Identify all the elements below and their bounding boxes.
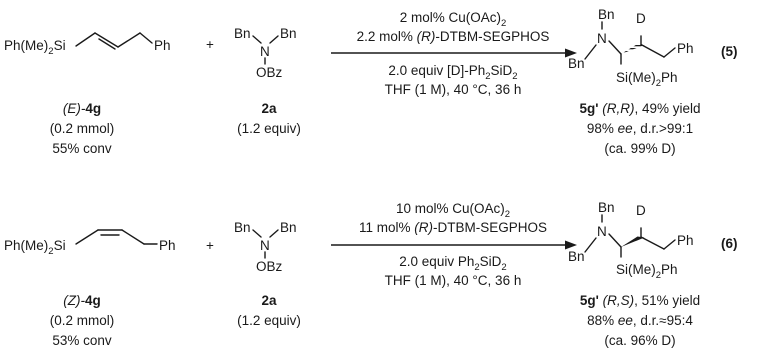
reaction-conditions: 2 mol% Cu(OAc)2 2.2 mol% (R)-DTBM-SEGPHO… <box>357 10 550 97</box>
equation-number: (5) <box>721 44 738 59</box>
benzyl-left: Bn <box>568 249 585 264</box>
substrate-amount: (0.2 mmol) <box>50 121 115 136</box>
plus-sign: + <box>206 238 214 253</box>
ligand-line: 2.2 mol% (R)-DTBM-SEGPHOS <box>357 29 550 44</box>
reagent-label: 2a <box>261 101 277 116</box>
silane-line: 2.0 equiv Ph2SiD2 <box>399 254 506 273</box>
phenyl-label: Ph <box>159 238 176 253</box>
alkene-bonds-z <box>75 229 158 245</box>
solvent-temp-time-line: THF (1 M), 40 °C, 36 h <box>385 82 522 97</box>
substrate-amount: (0.2 mmol) <box>50 313 115 328</box>
phenyl-label: Ph <box>677 233 694 248</box>
phenyl-label: Ph <box>154 38 171 53</box>
equation-number: (6) <box>721 236 738 251</box>
substrate-label: (E)-4g <box>63 101 101 116</box>
silyl-group: Ph(Me)2Si <box>4 238 66 257</box>
reagent-label: 2a <box>261 293 277 308</box>
substrate-conversion: 53% conv <box>52 333 112 348</box>
benzoyloxy-group: OBz <box>256 65 283 80</box>
product-5g-rr: Bn N Bn D Ph Si(Me)2Ph <box>568 7 694 89</box>
reaction-arrow <box>331 240 577 250</box>
substrate-z-4g: Ph(Me)2Si Ph (Z)-4g (0.2 mmol) 53% conv <box>4 229 176 348</box>
product-caption: 5g' (R,R), 49% yield 98% ee, d.r.>99:1 (… <box>579 101 700 156</box>
benzyl-right: Bn <box>280 220 297 235</box>
reagent-2a: Bn N Bn OBz 2a (1.2 equiv) <box>234 26 301 136</box>
substrate-label: (Z)-4g <box>63 293 101 308</box>
benzyl-left: Bn <box>234 220 251 235</box>
reagent-2a: Bn N Bn OBz 2a (1.2 equiv) <box>234 220 301 328</box>
benzyl-top: Bn <box>598 7 615 22</box>
benzyl-right: Bn <box>280 26 297 41</box>
benzyl-left: Bn <box>234 26 251 41</box>
product-5g-rs: Bn N Bn D Ph Si(Me)2Ph <box>568 200 694 281</box>
deuterium-atom: D <box>636 11 646 26</box>
ligand-line: 11 mol% (R)-DTBM-SEGPHOS <box>359 220 547 235</box>
reaction-5: Ph(Me)2Si Ph (E)-4g (0.2 mmol) 55% conv … <box>4 7 738 156</box>
nitrogen-atom: N <box>597 224 607 239</box>
benzoyloxy-group: OBz <box>256 259 283 274</box>
reagent-equiv: (1.2 equiv) <box>237 121 301 136</box>
product-d-content: (ca. 99% D) <box>604 141 675 156</box>
nitrogen-atom: N <box>260 44 270 59</box>
product-caption: 5g' (R,S), 51% yield 88% ee, d.r.≈95:4 (… <box>580 293 700 348</box>
silane-line: 2.0 equiv [D]-Ph2SiD2 <box>388 63 517 82</box>
hashed-wedge <box>621 44 645 54</box>
alkene-bonds-e <box>75 32 153 50</box>
product-label-yield: 5g' (R,R), 49% yield <box>579 101 700 116</box>
reagent-equiv: (1.2 equiv) <box>237 313 301 328</box>
solid-wedge <box>621 236 645 247</box>
nitrogen-atom: N <box>597 31 607 46</box>
nitrogen-atom: N <box>260 238 270 253</box>
silyl-group: Ph(Me)2Si <box>4 38 66 57</box>
reaction-conditions: 10 mol% Cu(OAc)2 11 mol% (R)-DTBM-SEGPHO… <box>359 201 547 288</box>
phenyl-label: Ph <box>677 41 694 56</box>
product-label-yield: 5g' (R,S), 51% yield <box>580 293 700 308</box>
reaction-arrow <box>331 48 577 58</box>
solvent-temp-time-line: THF (1 M), 40 °C, 36 h <box>385 273 522 288</box>
catalyst-line: 10 mol% Cu(OAc)2 <box>396 201 510 220</box>
benzyl-top: Bn <box>598 200 615 215</box>
product-ee-dr: 98% ee, d.r.>99:1 <box>587 121 693 136</box>
silyl-group: Si(Me)2Ph <box>616 70 678 89</box>
catalyst-line: 2 mol% Cu(OAc)2 <box>400 10 507 29</box>
product-ee-dr: 88% ee, d.r.≈95:4 <box>587 313 693 328</box>
product-d-content: (ca. 96% D) <box>604 333 675 348</box>
substrate-conversion: 55% conv <box>52 141 112 156</box>
reaction-6: Ph(Me)2Si Ph (Z)-4g (0.2 mmol) 53% conv … <box>4 200 738 348</box>
silyl-group: Si(Me)2Ph <box>616 262 678 281</box>
plus-sign: + <box>206 37 214 52</box>
benzyl-left: Bn <box>568 56 585 71</box>
deuterium-atom: D <box>636 203 646 218</box>
substrate-e-4g: Ph(Me)2Si Ph (E)-4g (0.2 mmol) 55% conv <box>4 32 171 156</box>
